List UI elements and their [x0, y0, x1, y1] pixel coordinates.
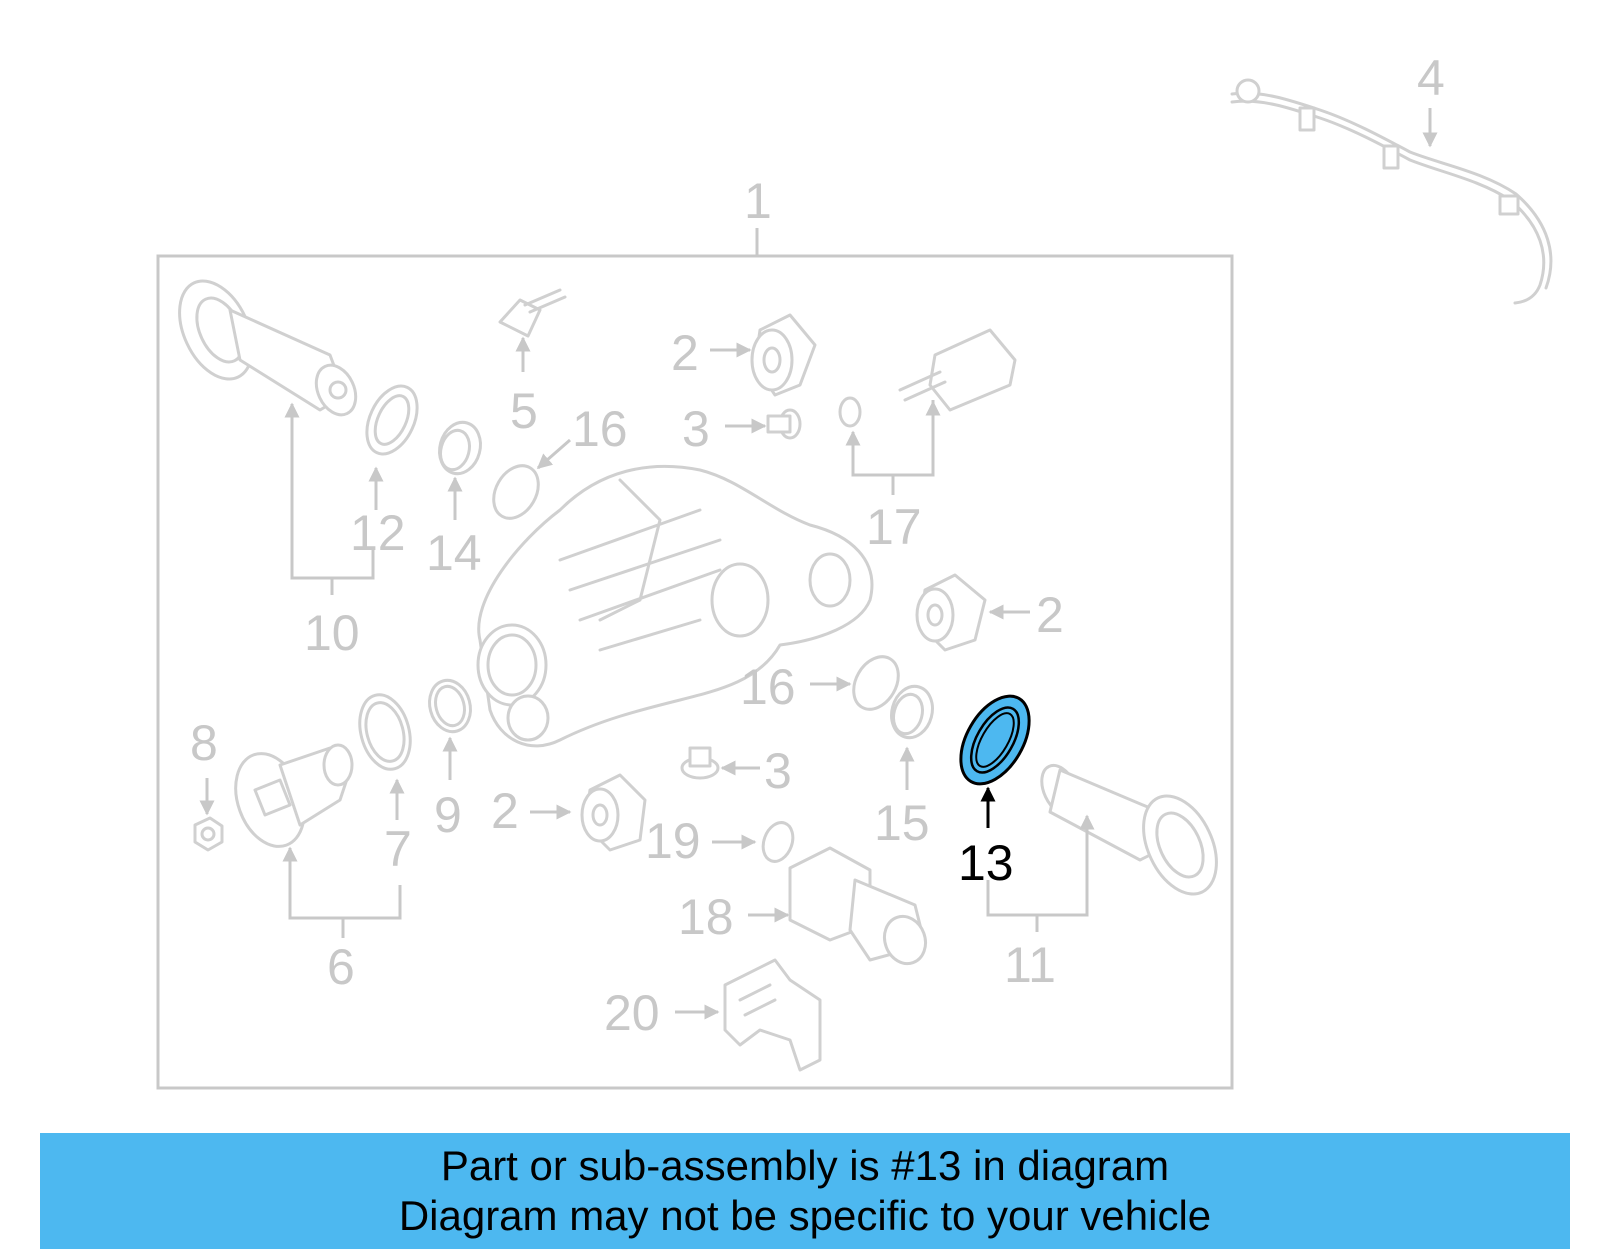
- sensor-bolt-part-5[interactable]: [498, 288, 567, 338]
- info-banner: Part or sub-assembly is #13 in diagram D…: [40, 1133, 1570, 1249]
- label-part-2-lower: 2: [491, 783, 519, 839]
- plug-part-3-lower[interactable]: [680, 746, 720, 780]
- assembly-frame: [156, 254, 1234, 1090]
- vent-hose-part-4[interactable]: [1230, 78, 1553, 305]
- ring-part-9[interactable]: [424, 676, 476, 737]
- ring-part-14[interactable]: [434, 418, 486, 479]
- label-part-16-upper: 16: [572, 401, 628, 457]
- sensor-part-17[interactable]: [838, 328, 1017, 428]
- label-part-4: 4: [1417, 50, 1445, 106]
- flange-shaft-part-10[interactable]: [165, 269, 363, 421]
- banner-line-1: Part or sub-assembly is #13 in diagram: [440, 1142, 1170, 1189]
- bushing-part-2-lower[interactable]: [580, 773, 647, 852]
- label-part-14: 14: [426, 525, 482, 581]
- seal-part-7[interactable]: [352, 689, 418, 775]
- label-part-7: 7: [384, 821, 412, 877]
- plug-part-3-top[interactable]: [766, 408, 802, 440]
- actuator-motor-part-18[interactable]: [788, 846, 932, 969]
- label-part-20: 20: [604, 985, 660, 1041]
- bracket-part-20[interactable]: [723, 958, 822, 1072]
- label-part-17: 17: [866, 499, 922, 555]
- label-part-8: 8: [190, 715, 218, 771]
- bushing-part-2-right[interactable]: [915, 573, 987, 652]
- seal-part-13-highlighted[interactable]: [947, 684, 1043, 795]
- label-part-6: 6: [327, 939, 355, 995]
- label-part-9: 9: [434, 787, 462, 843]
- label-part-3-lower: 3: [764, 743, 792, 799]
- label-part-2-top: 2: [671, 325, 699, 381]
- label-part-2-right: 2: [1036, 587, 1064, 643]
- flange-part-6[interactable]: [224, 743, 354, 856]
- banner-line-2: Diagram may not be specific to your vehi…: [398, 1192, 1212, 1239]
- o-ring-part-19[interactable]: [758, 818, 798, 865]
- label-part-15: 15: [874, 795, 930, 851]
- ring-part-15[interactable]: [886, 682, 938, 743]
- seal-part-12[interactable]: [357, 378, 427, 462]
- snap-ring-part-16-lower[interactable]: [845, 649, 908, 717]
- nut-part-8[interactable]: [193, 816, 224, 852]
- label-part-12: 12: [350, 505, 406, 561]
- label-part-1: 1: [744, 173, 772, 229]
- snap-ring-part-16-upper[interactable]: [485, 458, 548, 526]
- label-part-10: 10: [304, 605, 360, 661]
- flange-shaft-part-11[interactable]: [1035, 760, 1231, 906]
- label-part-18: 18: [678, 889, 734, 945]
- label-part-5: 5: [510, 383, 538, 439]
- label-part-16-lower: 16: [740, 659, 796, 715]
- label-part-3-top: 3: [682, 401, 710, 457]
- label-part-19: 19: [645, 813, 701, 869]
- bushing-part-2-top[interactable]: [750, 313, 817, 397]
- label-part-11: 11: [1004, 937, 1056, 993]
- label-part-13: 13: [958, 835, 1014, 891]
- differential-housing: [476, 464, 874, 748]
